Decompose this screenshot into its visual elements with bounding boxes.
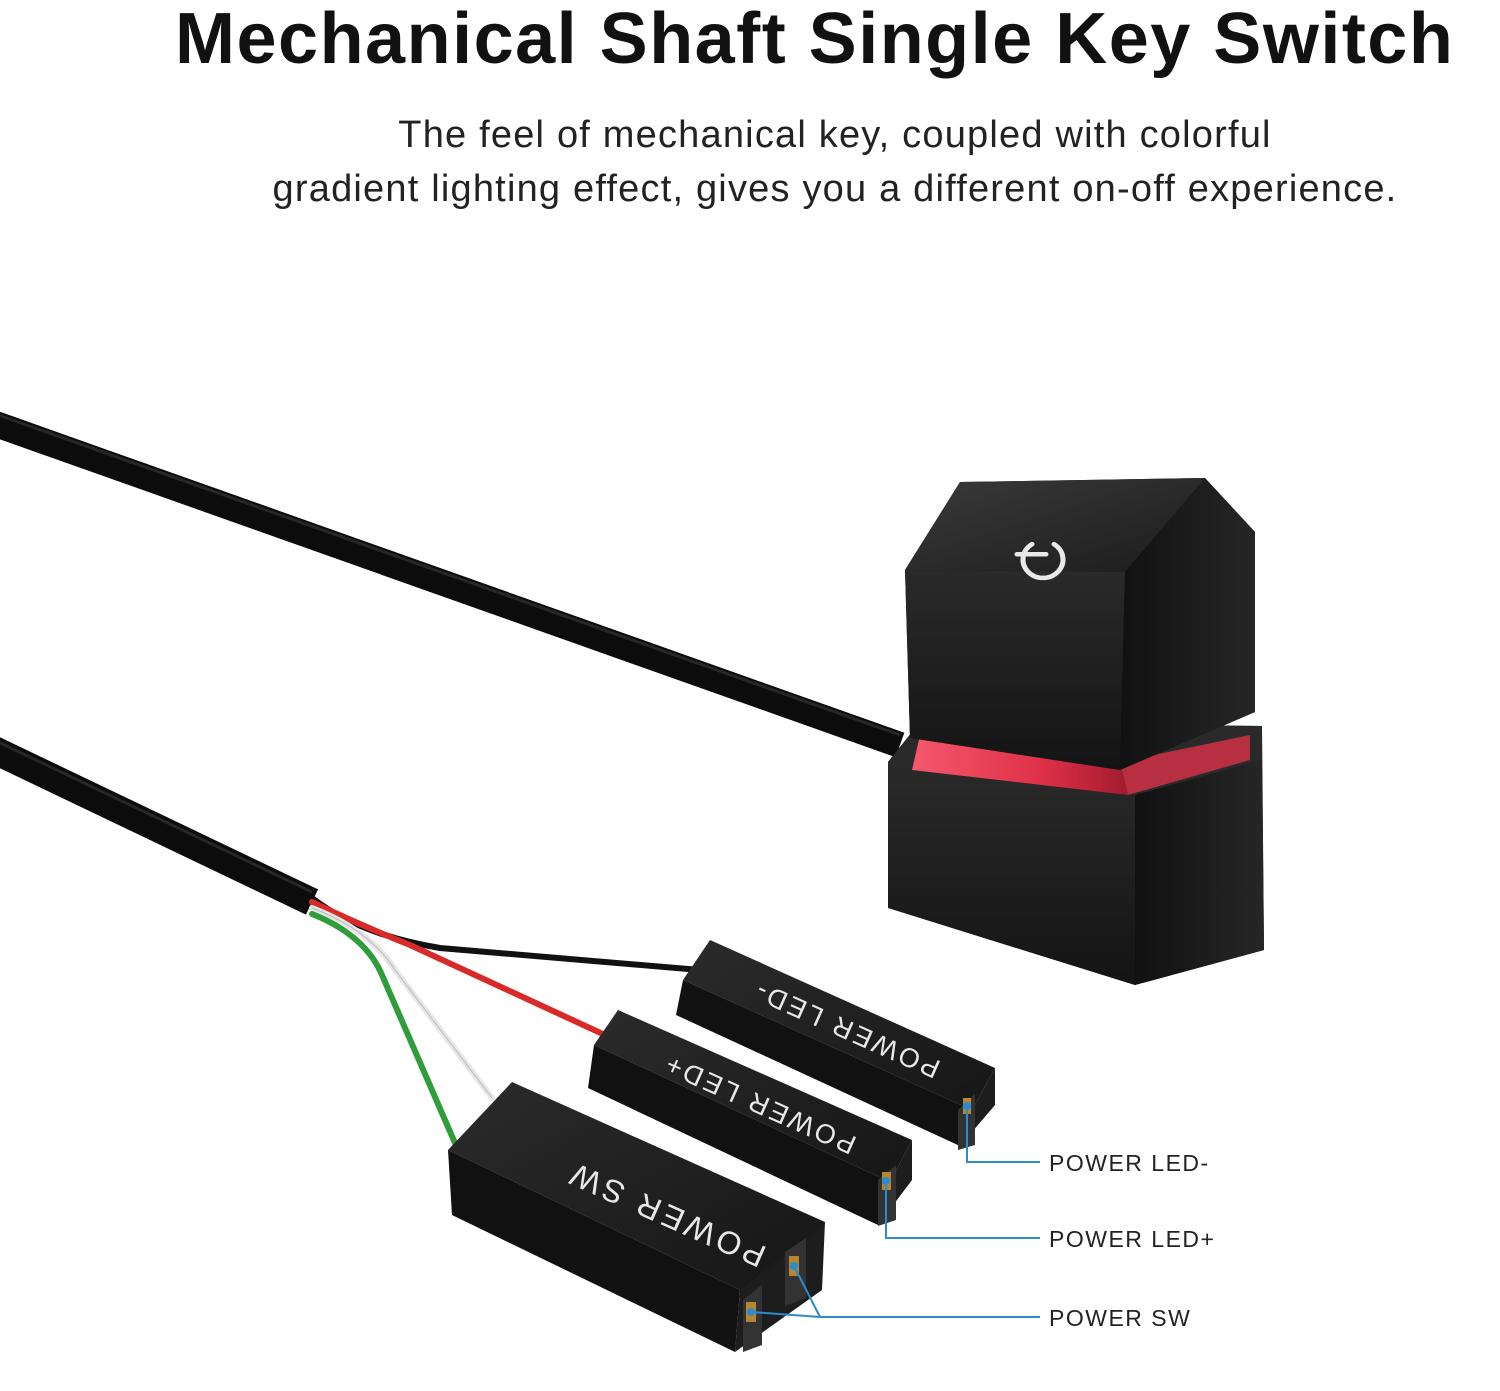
subtitle-line-1: The feel of mechanical key, coupled with… [398,114,1272,156]
callout-power-sw: POWER SW [1049,1305,1192,1331]
upper-cable [0,411,905,758]
connector-power-sw: POWER SW [448,1082,825,1352]
wires [309,895,703,1153]
wire-red [309,899,608,1038]
switch-housing [888,722,1264,985]
subtitle: The feel of mechanical key, coupled with… [150,108,1500,216]
wire-white-edge [311,907,493,1099]
light-ring [912,735,1128,795]
page-title: Mechanical Shaft Single Key Switch [175,0,1455,79]
callout-power-led-minus: POWER LED- [1049,1150,1210,1176]
power-icon [1014,541,1066,581]
wire-white [309,905,495,1101]
subtitle-line-2: gradient lighting effect, gives you a di… [272,168,1398,210]
keycap [905,478,1255,770]
callout-lines [747,1102,1040,1318]
connector-power-led-plus: POWER LED+ [588,1010,912,1226]
lower-cable [0,737,319,915]
wire-green [309,911,461,1153]
callout-power-led-plus: POWER LED+ [1049,1226,1216,1252]
